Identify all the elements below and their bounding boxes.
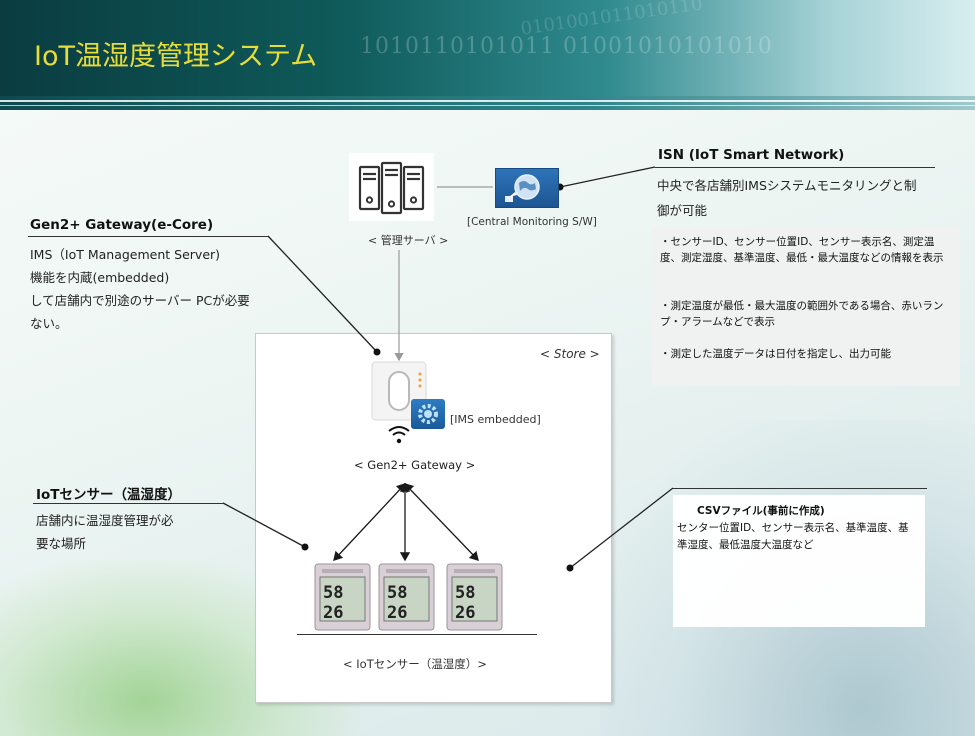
sensor-humidity: 58 bbox=[323, 583, 343, 603]
sensor-callout-line: 店舗内に温湿度管理が必 bbox=[36, 513, 174, 528]
isn-callout-line: 中央で各店舗別IMSシステムモニタリングと制 bbox=[657, 178, 917, 193]
csv-callout-text: センター位置ID、センサー表示名、基準温度、基準湿度、最低温度大温度など bbox=[677, 522, 909, 551]
gateway-callout-line: IMS（IoT Management Server) bbox=[30, 247, 221, 262]
server-icon bbox=[358, 161, 425, 215]
wireless-signal-icon bbox=[388, 426, 410, 444]
gateway-callout-underline bbox=[28, 236, 268, 237]
header-binary-decoration: 1010110101011 01001010101010 bbox=[360, 34, 773, 59]
isn-callout-underline bbox=[655, 167, 935, 168]
sensor-humidity: 58 bbox=[387, 583, 407, 603]
sensor-temperature: 26 bbox=[455, 603, 475, 623]
globe-icon bbox=[505, 174, 540, 202]
csv-callout-box bbox=[673, 495, 925, 627]
gear-icon bbox=[418, 404, 438, 424]
store-label: < Store > bbox=[540, 347, 600, 361]
gateway-callout-text: IMS（IoT Management Server) 機能を内蔵(embedde… bbox=[30, 243, 290, 335]
central-monitoring-icon bbox=[495, 168, 559, 208]
sensor-device: 58 26 bbox=[378, 563, 435, 631]
server-label: < 管理サーバ > bbox=[368, 234, 449, 247]
isn-detail-item: ・測定した温度データは日付を指定し、出力可能 bbox=[660, 348, 891, 360]
sensor-temperature: 26 bbox=[323, 603, 343, 623]
sensor-callout-line: 要な場所 bbox=[36, 536, 87, 551]
sensor-callout-underline bbox=[33, 503, 223, 504]
isn-callout-text: 中央で各店舗別IMSシステムモニタリングと制 御が可能 bbox=[657, 173, 957, 223]
csv-callout-title: CSVファイル(事前に作成) bbox=[697, 505, 825, 517]
gateway-callout-title: Gen2+ Gateway(e-Core) bbox=[30, 217, 214, 233]
header-stripe bbox=[0, 96, 975, 110]
slide-header: 1010110101011 01001010101010 01010010110… bbox=[0, 0, 975, 96]
store-box bbox=[255, 333, 612, 703]
sensor-device: 58 26 bbox=[314, 563, 371, 631]
isn-callout-line: 御が可能 bbox=[657, 203, 708, 218]
thermo-hygrometer-icon: 58 26 bbox=[378, 563, 435, 631]
central-monitoring-label: [Central Monitoring S/W] bbox=[467, 216, 597, 228]
sensor-callout-text: 店舗内に温湿度管理が必 要な場所 bbox=[36, 509, 216, 555]
sensor-divider bbox=[297, 634, 537, 635]
thermo-hygrometer-icon: 58 26 bbox=[314, 563, 371, 631]
gateway-callout-line: 機能を内蔵(embedded) bbox=[30, 270, 170, 285]
gateway-label: < Gen2+ Gateway > bbox=[354, 458, 476, 472]
csv-callout-underline bbox=[673, 488, 927, 489]
management-server bbox=[349, 153, 434, 221]
ims-embedded-label: [IMS embedded] bbox=[450, 413, 541, 426]
isn-callout-pointer bbox=[559, 166, 656, 188]
gateway-callout-line: して店舗内で別途のサーバー PCが必要 bbox=[30, 293, 250, 308]
gateway-callout-line: ない。 bbox=[30, 316, 68, 331]
ims-badge bbox=[411, 399, 445, 429]
slide-title: IoT温湿度管理システム bbox=[34, 41, 318, 72]
sensor-humidity: 58 bbox=[455, 583, 475, 603]
sensor-device: 58 26 bbox=[446, 563, 503, 631]
isn-detail-box: ・センサーID、センサー位置ID、センサー表示名、測定温度、測定湿度、基準温度、… bbox=[652, 228, 960, 386]
isn-detail-item: ・センサーID、センサー位置ID、センサー表示名、測定温度、測定湿度、基準温度、… bbox=[660, 236, 944, 264]
sensors-label: < IoTセンサー（温湿度）> bbox=[343, 657, 487, 671]
isn-callout-title: ISN (IoT Smart Network) bbox=[658, 147, 845, 163]
thermo-hygrometer-icon: 58 26 bbox=[446, 563, 503, 631]
isn-detail-item: ・測定温度が最低・最大温度の範囲外である場合、赤いランプ・アラームなどで表示 bbox=[660, 300, 944, 328]
sensor-temperature: 26 bbox=[387, 603, 407, 623]
sensor-callout-title: IoTセンサー（温湿度） bbox=[36, 487, 182, 503]
